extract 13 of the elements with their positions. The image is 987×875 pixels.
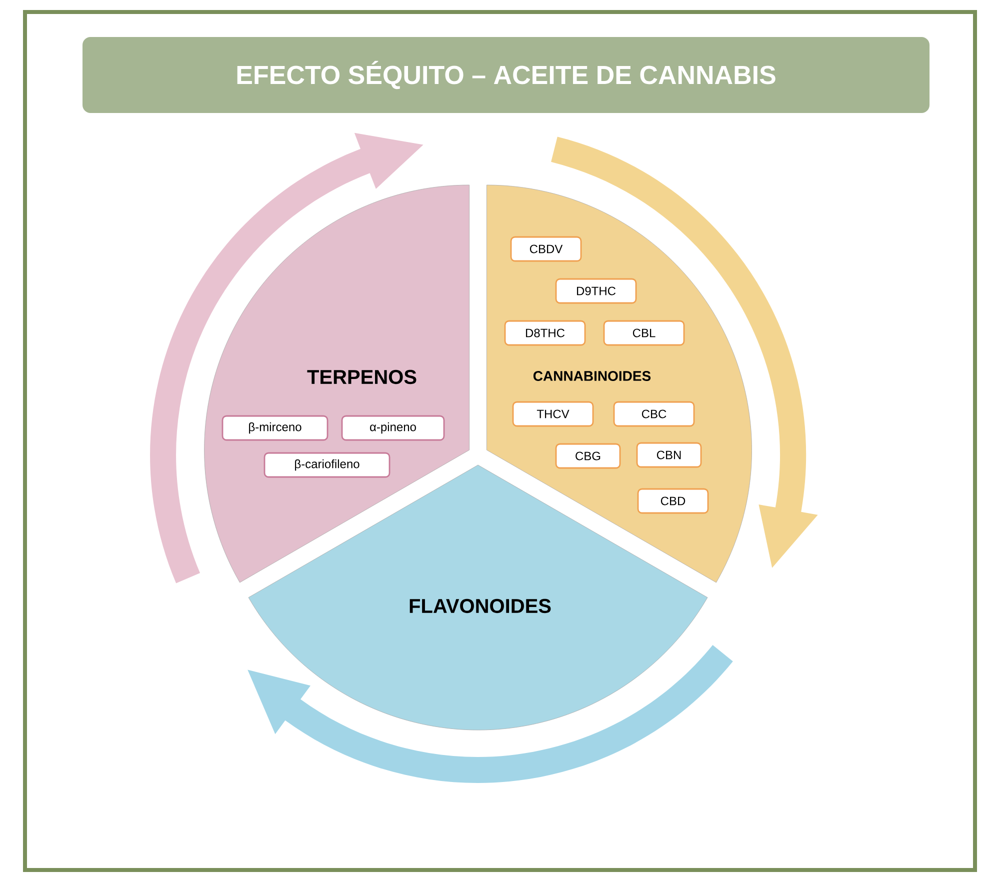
compound-pill: α-pineno bbox=[341, 415, 445, 441]
compound-pill: THCV bbox=[512, 401, 594, 427]
compound-pill: CBC bbox=[613, 401, 695, 427]
compound-pill: D8THC bbox=[504, 320, 586, 346]
compound-pill: β-mirceno bbox=[222, 415, 328, 441]
compound-pill: β-cariofileno bbox=[264, 452, 390, 478]
compound-pill: CBD bbox=[637, 488, 709, 514]
compound-pill: CBG bbox=[555, 443, 621, 469]
compound-pill: CBL bbox=[603, 320, 685, 346]
compound-pill: D9THC bbox=[555, 278, 637, 304]
title-banner: EFECTO SÉQUITO – ACEITE DE CANNABIS bbox=[82, 37, 930, 113]
compound-pill: CBN bbox=[636, 442, 702, 468]
compound-pill: CBDV bbox=[510, 236, 582, 262]
